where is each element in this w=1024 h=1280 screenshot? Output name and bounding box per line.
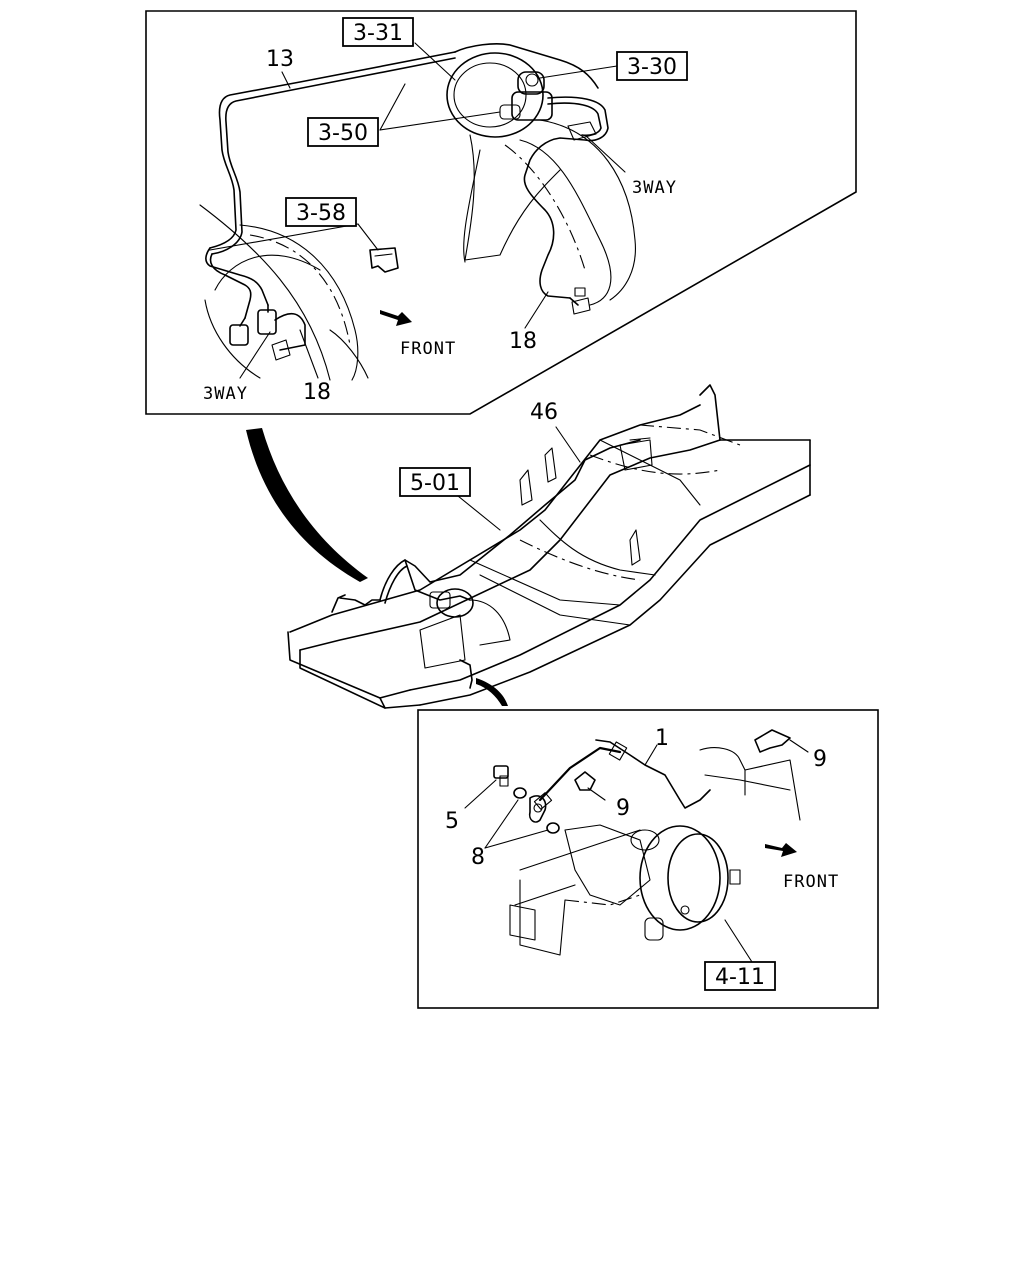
callout-5-01-label: 5-01 [410,471,460,496]
front-arrow-bottom-icon [765,843,797,857]
part-number-46: 46 [530,400,558,425]
detail-pointer-bottom [476,678,508,706]
part-number-18-left: 18 [303,380,331,405]
chassis-frame [287,384,811,709]
callout-3-50: 3-50 [307,117,379,147]
part-number-1: 1 [655,726,669,751]
callout-3-50-label: 3-50 [318,121,368,146]
callout-5-01: 5-01 [399,467,471,497]
callout-3-31: 3-31 [342,17,414,47]
bottom-detail-panel [417,709,879,1009]
part-number-5: 5 [445,809,459,834]
callout-3-30-label: 3-30 [627,55,677,80]
part-number-18-right: 18 [509,329,537,354]
front-arrow-icon [380,310,412,326]
callout-3-58-label: 3-58 [296,201,346,226]
callout-3-30: 3-30 [616,51,688,81]
part-number-13: 13 [266,47,294,72]
front-label-bottom: FRONT [783,872,839,892]
part-number-9-right: 9 [813,747,827,772]
front-label-top: FRONT [400,339,456,359]
callout-3-31-label: 3-31 [353,21,403,46]
top-detail-panel [145,10,857,415]
part-number-9-center: 9 [616,796,630,821]
callout-4-11-label: 4-11 [715,965,765,990]
part-number-8: 8 [471,845,485,870]
detail-pointer-top [246,428,368,582]
callout-4-11: 4-11 [704,961,776,991]
callout-3-58: 3-58 [285,197,357,227]
three-way-label-right: 3WAY [632,178,677,198]
three-way-label-left: 3WAY [203,384,248,404]
